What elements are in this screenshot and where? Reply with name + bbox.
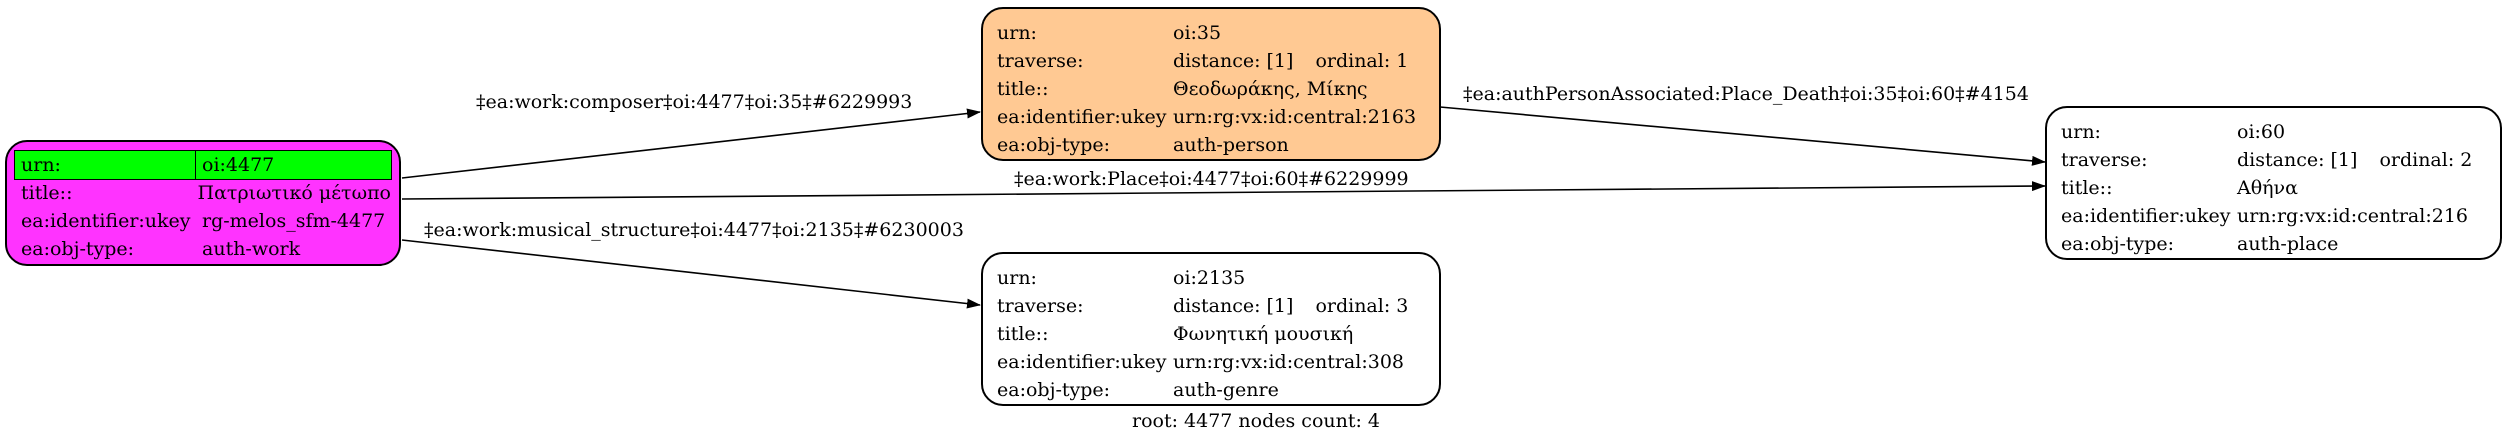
distance-value: distance: [1] xyxy=(1173,50,1294,72)
title-key: title:: xyxy=(997,323,1049,345)
node-genre-urn-row: urn: oi:2135 xyxy=(997,264,1425,292)
edge-label-place-death: ‡ea:authPersonAssociated:Place_Death‡oi:… xyxy=(1463,83,2029,105)
urn-value: oi:60 xyxy=(2237,121,2286,143)
traverse-key: traverse: xyxy=(997,295,1084,317)
node-person-traverse-row: traverse: distance: [1] ordinal: 1 xyxy=(997,47,1425,75)
title-value: Πατριωτικό μέτωπο xyxy=(197,182,391,204)
urn-key: urn: xyxy=(15,151,196,179)
urn-key: urn: xyxy=(997,267,1037,289)
node-place-urn-row: urn: oi:60 xyxy=(2061,118,2486,146)
urn-value: oi:35 xyxy=(1173,22,1222,44)
type-value: auth-place xyxy=(2237,233,2339,255)
type-key: ea:obj-type: xyxy=(997,379,1111,401)
ukey-value: rg-melos_sfm-4477 xyxy=(202,210,386,232)
title-value: Θεοδωράκης, Μίκης xyxy=(1173,78,1368,100)
node-work-title-row: title:: Πατριωτικό μέτωπο xyxy=(15,179,391,207)
node-genre-ukey-row: ea:identifier:ukey urn:rg:vx:id:central:… xyxy=(997,348,1425,376)
node-person[interactable]: urn: oi:35 traverse: distance: [1] ordin… xyxy=(981,7,1441,161)
node-place-type-row: ea:obj-type: auth-place xyxy=(2061,230,2486,258)
node-work-urn-row: urn: oi:4477 xyxy=(14,150,392,180)
edge-place-death xyxy=(1439,106,2046,166)
type-value: auth-person xyxy=(1173,134,1289,156)
ukey-key: ea:identifier:ukey xyxy=(2061,205,2231,227)
edge-musical-structure xyxy=(401,239,981,309)
traverse-key: traverse: xyxy=(997,50,1084,72)
node-work-type-row: ea:obj-type: auth-work xyxy=(15,235,391,263)
node-place[interactable]: urn: oi:60 traverse: distance: [1] ordin… xyxy=(2045,106,2502,260)
urn-value: oi:2135 xyxy=(1173,267,1246,289)
edge-work-place xyxy=(401,181,2046,200)
urn-value: oi:4477 xyxy=(202,154,275,176)
type-value: auth-work xyxy=(202,238,301,260)
edge-label-work-place: ‡ea:work:Place‡oi:4477‡oi:60‡#6229999 xyxy=(1014,168,1409,190)
node-person-title-row: title:: Θεοδωράκης, Μίκης xyxy=(997,75,1425,103)
node-person-ukey-row: ea:identifier:ukey urn:rg:vx:id:central:… xyxy=(997,103,1425,131)
ukey-key: ea:identifier:ukey xyxy=(997,106,1167,128)
distance-value: distance: [1] xyxy=(2237,149,2358,171)
node-place-traverse-row: traverse: distance: [1] ordinal: 2 xyxy=(2061,146,2486,174)
node-place-ukey-row: ea:identifier:ukey urn:rg:vx:id:central:… xyxy=(2061,202,2486,230)
node-place-title-row: title:: Αθήνα xyxy=(2061,174,2486,202)
urn-key: urn: xyxy=(2061,121,2101,143)
title-key: title:: xyxy=(2061,177,2113,199)
graph-footer: root: 4477 nodes count: 4 xyxy=(1132,410,1381,432)
type-key: ea:obj-type: xyxy=(997,134,1111,156)
ordinal-value: ordinal: 2 xyxy=(2379,149,2473,171)
ordinal-value: ordinal: 1 xyxy=(1315,50,1409,72)
ukey-key: ea:identifier:ukey xyxy=(21,210,191,232)
node-genre[interactable]: urn: oi:2135 traverse: distance: [1] ord… xyxy=(981,252,1441,406)
node-genre-type-row: ea:obj-type: auth-genre xyxy=(997,376,1425,404)
edge-composer xyxy=(401,108,981,179)
type-key: ea:obj-type: xyxy=(21,238,135,260)
ukey-value: urn:rg:vx:id:central:2163 xyxy=(1173,106,1417,128)
title-key: title:: xyxy=(21,182,73,204)
title-value: Φωνητική μουσική xyxy=(1173,323,1354,345)
ordinal-value: ordinal: 3 xyxy=(1315,295,1409,317)
urn-key: urn: xyxy=(997,22,1037,44)
edge-label-musical-structure: ‡ea:work:musical_structure‡oi:4477‡oi:21… xyxy=(424,219,964,241)
node-work-ukey-row: ea:identifier:ukey rg-melos_sfm-4477 xyxy=(15,207,391,235)
title-value: Αθήνα xyxy=(2237,177,2298,199)
ukey-value: urn:rg:vx:id:central:216 xyxy=(2237,205,2469,227)
edge-label-composer: ‡ea:work:composer‡oi:4477‡oi:35‡#6229993 xyxy=(476,91,913,113)
node-person-type-row: ea:obj-type: auth-person xyxy=(997,131,1425,159)
title-key: title:: xyxy=(997,78,1049,100)
distance-value: distance: [1] xyxy=(1173,295,1294,317)
type-key: ea:obj-type: xyxy=(2061,233,2175,255)
ukey-value: urn:rg:vx:id:central:308 xyxy=(1173,351,1405,373)
type-value: auth-genre xyxy=(1173,379,1279,401)
ukey-key: ea:identifier:ukey xyxy=(997,351,1167,373)
node-genre-title-row: title:: Φωνητική μουσική xyxy=(997,320,1425,348)
node-person-urn-row: urn: oi:35 xyxy=(997,19,1425,47)
node-genre-traverse-row: traverse: distance: [1] ordinal: 3 xyxy=(997,292,1425,320)
traverse-key: traverse: xyxy=(2061,149,2148,171)
node-work[interactable]: urn: oi:4477 title:: Πατριωτικό μέτωπο e… xyxy=(5,140,401,266)
